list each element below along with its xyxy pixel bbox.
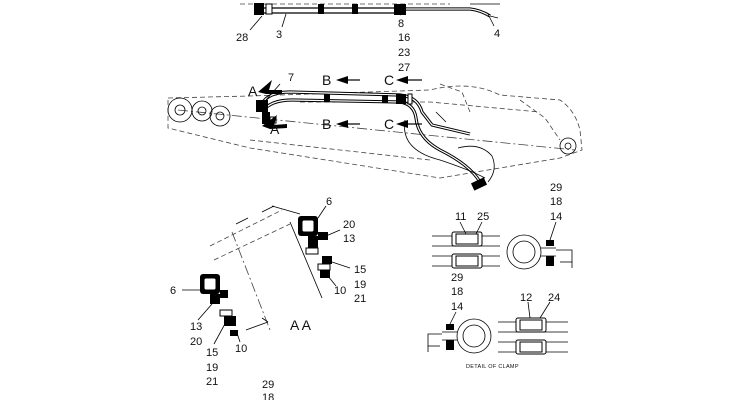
section-marker-b-top: B [322,72,331,88]
callout-20-lower: 20 [190,336,202,348]
clamp-detail: 11 25 29 18 14 29 18 14 12 24 DETAIL OF … [427,182,573,370]
callout-18-left: 18 [451,286,463,298]
callout-4: 4 [494,28,500,40]
callout-19-upper: 19 [354,279,366,291]
callout-7: 7 [288,72,294,84]
callout-10-lower: 10 [235,343,247,355]
section-marker-a-top: A [248,83,258,99]
view-aa-title: A A [290,317,312,333]
section-marker-c-bottom: C [384,116,394,132]
callout-18-right: 18 [550,196,562,208]
callout-15-lower: 15 [206,347,218,359]
callout-13-upper: 13 [343,233,355,245]
callout-27: 27 [398,62,410,74]
callout-8: 8 [398,18,404,30]
boom-view [167,83,583,191]
callout-15-upper: 15 [354,264,366,276]
callout-3: 3 [276,29,282,41]
callout-29-right: 29 [550,182,562,194]
callout-29-bottom: 29 [262,379,274,391]
callout-6-lower: 6 [170,285,176,297]
callout-11: 11 [455,211,466,223]
callout-19-lower: 19 [206,362,218,374]
section-marker-c-top: C [384,72,394,88]
callout-23: 23 [398,47,410,59]
callout-29-left: 29 [451,272,463,284]
callout-24: 24 [548,292,560,304]
bottom-callouts: 29 18 [262,379,274,400]
callout-25: 25 [477,211,489,223]
callout-13-lower: 13 [190,321,202,333]
callout-16: 16 [398,32,410,44]
callout-6-upper: 6 [326,196,332,208]
callout-10-upper: 10 [334,285,346,297]
callout-14-right: 14 [550,211,562,223]
callout-28: 28 [236,32,248,44]
top-partial-view: 28 3 8 16 23 27 4 [236,3,500,74]
clamp-detail-caption: DETAIL OF CLAMP [466,364,519,370]
view-aa: A A 6 20 13 15 19 21 10 6 13 20 15 19 21… [170,196,366,388]
callout-14-left: 14 [451,301,463,313]
section-arrows: A 7 A B B C C [248,72,422,137]
section-marker-b-bottom: B [322,116,331,132]
callout-21-upper: 21 [354,293,366,305]
callout-12: 12 [520,292,532,304]
callout-18-bottom: 18 [262,392,274,400]
callout-21-lower: 21 [206,376,218,388]
callout-20-upper: 20 [343,219,355,231]
section-marker-a-bottom: A [270,121,280,137]
